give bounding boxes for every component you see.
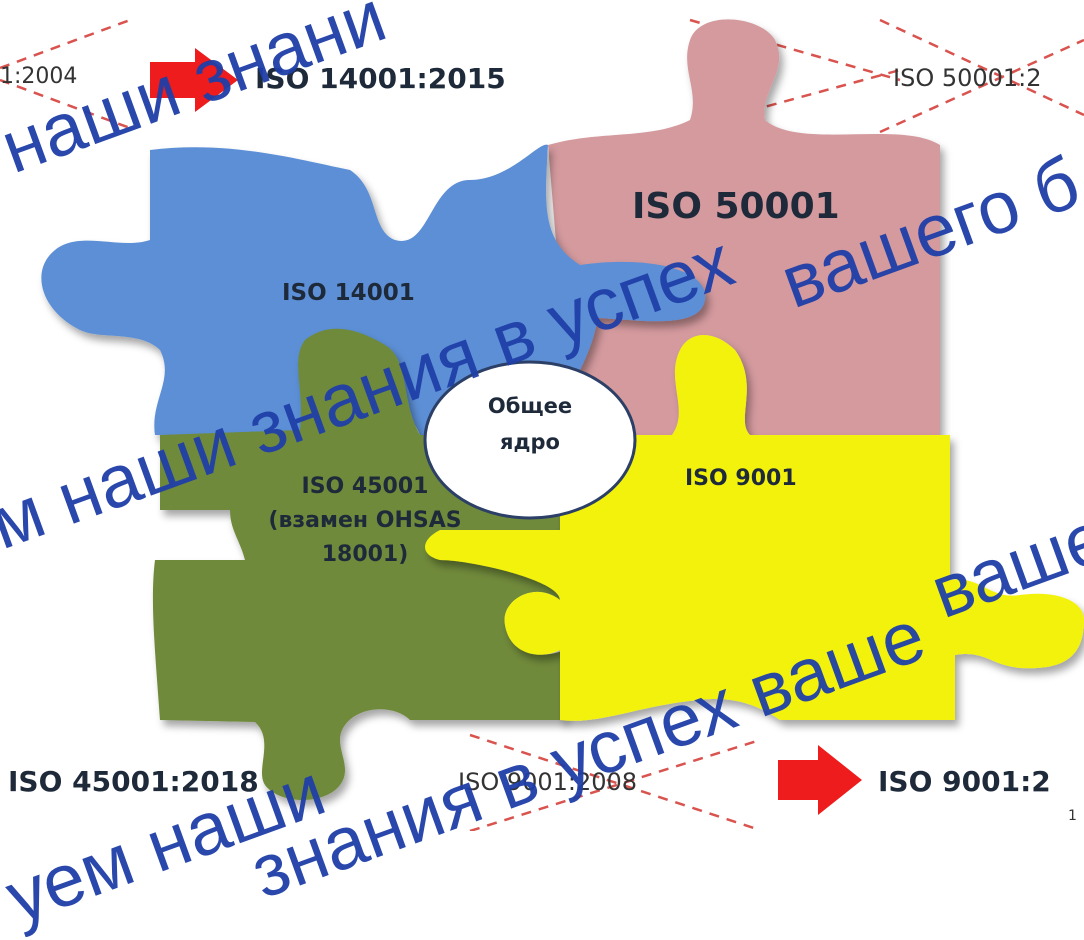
iso50001-label: ISO 50001 (632, 186, 840, 227)
arrow-icon (778, 745, 862, 815)
bottom-mid-old: ISO 9001:2008 (458, 768, 638, 796)
iso45001-line3: 18001) (321, 542, 409, 567)
iso45001-line1: ISO 45001 (301, 474, 429, 499)
iso9001-label: ISO 9001 (685, 466, 797, 491)
center-line1: Общее (487, 394, 573, 418)
arrow-icon (150, 48, 238, 112)
iso45001-line2: (взамен OHSAS (268, 508, 462, 533)
iso14001-label: ISO 14001 (282, 280, 415, 306)
center-line2: ядро (500, 430, 560, 454)
puzzle-diagram (0, 18, 1084, 831)
top-left-old: 1:2004 (0, 64, 78, 89)
page-number: 1 (1068, 808, 1077, 824)
iso45001-label: ISO 45001 (взамен OHSAS 18001) (240, 470, 490, 572)
bottom-left-new: ISO 45001:2018 (8, 765, 259, 798)
center-circle (423, 360, 637, 520)
bottom-right-new: ISO 9001:2 (878, 765, 1051, 798)
yellow-piece (425, 335, 1084, 721)
top-right-old: ISO 50001:2 (893, 64, 1042, 92)
top-left-new: ISO 14001:2015 (255, 62, 506, 95)
pink-piece (520, 19, 940, 436)
center-label: Общее ядро (465, 388, 595, 460)
